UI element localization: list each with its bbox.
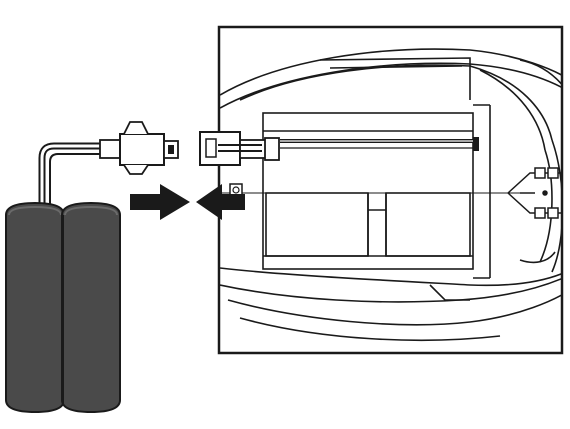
connector-plug-icon	[99, 121, 179, 175]
car-body-outline	[220, 48, 561, 342]
chassis-detail-panel	[199, 25, 564, 355]
battery-tray-outer	[262, 112, 474, 270]
arrow-left-icon	[196, 184, 245, 220]
battery-tray	[262, 104, 491, 279]
battery-pack-icon	[5, 142, 121, 414]
arrow-right-icon	[130, 184, 190, 220]
detail-panel-frame	[217, 25, 564, 355]
front-fasteners	[507, 167, 562, 219]
chassis-wire	[280, 137, 479, 151]
connector-socket-icon	[199, 131, 280, 166]
